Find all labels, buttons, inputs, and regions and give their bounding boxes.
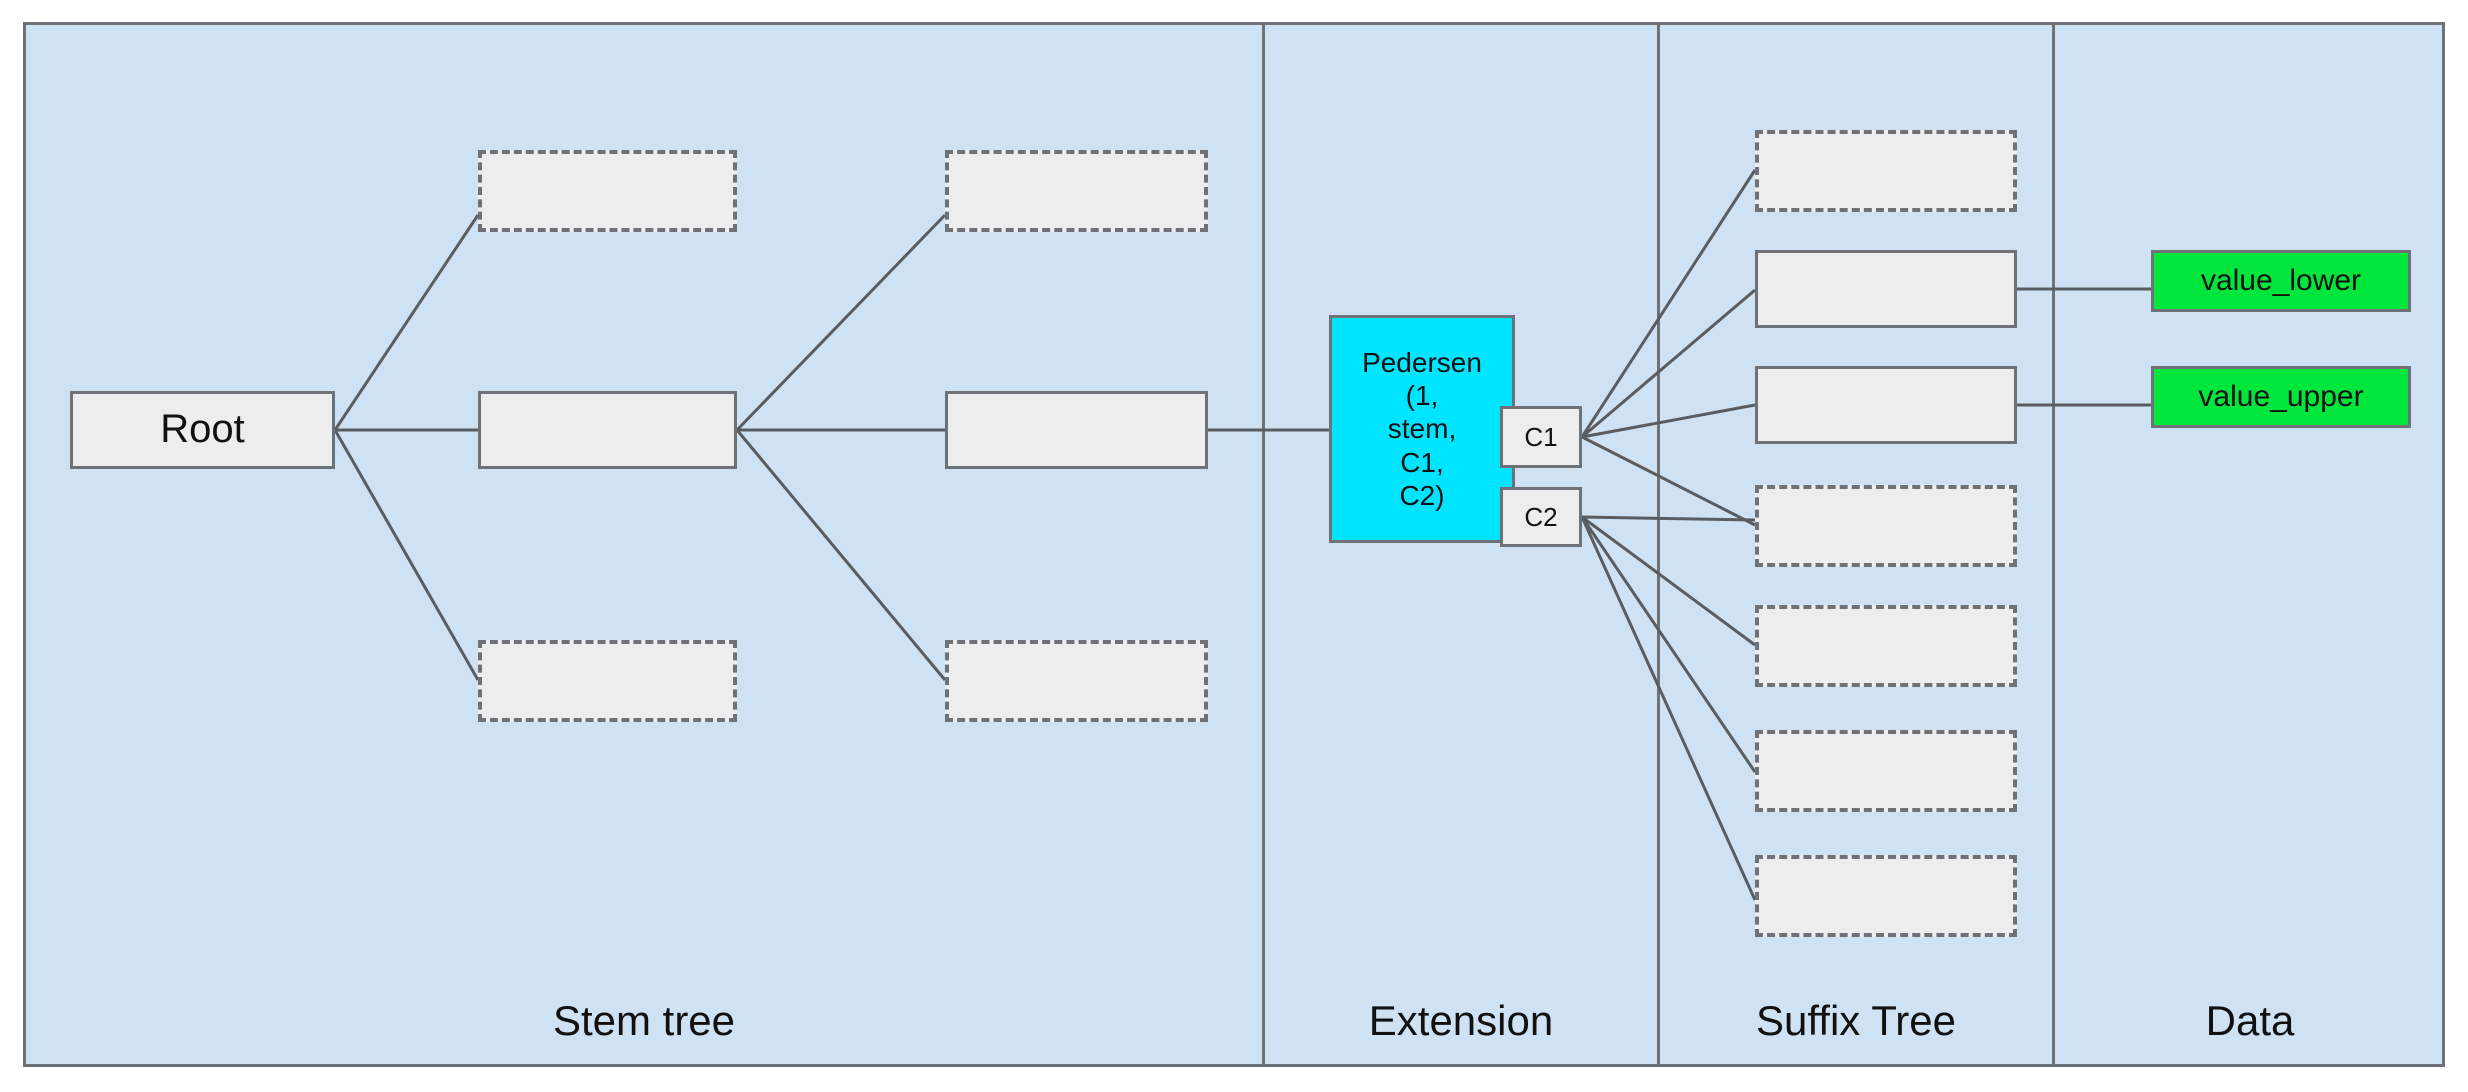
node-c1-label: C1 <box>1524 421 1558 452</box>
pedersen-line-4: C1, <box>1400 446 1444 478</box>
divider-stem-extension <box>1262 22 1265 1067</box>
node-suffix-6[interactable] <box>1755 730 2017 812</box>
node-value-upper[interactable]: value_upper <box>2151 366 2411 428</box>
node-value-lower[interactable]: value_lower <box>2151 250 2411 312</box>
node-commitment-c2[interactable]: C2 <box>1500 487 1582 547</box>
panel-label-suffix-tree-text: Suffix Tree <box>1756 997 1956 1044</box>
node-stem-l1-bot[interactable] <box>478 640 737 722</box>
node-pedersen[interactable]: Pedersen (1, stem, C1, C2) <box>1329 315 1515 543</box>
node-stem-l2-top[interactable] <box>945 150 1208 232</box>
panel-label-stem-tree-text: Stem tree <box>552 997 736 1044</box>
panel-label-extension: Extension <box>1265 1000 1657 1042</box>
pedersen-line-3: stem, <box>1387 413 1457 445</box>
node-suffix-1[interactable] <box>1755 130 2017 212</box>
node-suffix-5[interactable] <box>1755 605 2017 687</box>
node-value-lower-label: value_lower <box>2200 264 2362 298</box>
panel-label-stem-tree: Stem tree <box>26 1000 1262 1042</box>
node-c2-label: C2 <box>1524 501 1558 532</box>
pedersen-line-2: (1, <box>1405 380 1439 412</box>
node-value-upper-label: value_upper <box>2198 380 2364 414</box>
node-stem-l1-top[interactable] <box>478 150 737 232</box>
pedersen-line-5: C2) <box>1399 479 1445 511</box>
node-root-label: Root <box>160 407 245 452</box>
pedersen-line-1: Pedersen <box>1362 347 1482 379</box>
panel-label-suffix-tree: Suffix Tree <box>1660 1000 2052 1042</box>
node-suffix-4[interactable] <box>1755 485 2017 567</box>
divider-extension-suffix <box>1657 22 1660 1067</box>
node-suffix-7[interactable] <box>1755 855 2017 937</box>
divider-suffix-data <box>2052 22 2055 1067</box>
diagram-frame <box>23 22 2445 1067</box>
node-suffix-2[interactable] <box>1755 250 2017 328</box>
node-root[interactable]: Root <box>70 391 335 469</box>
node-stem-l2-bot[interactable] <box>945 640 1208 722</box>
panel-label-data: Data <box>2055 1000 2445 1042</box>
node-stem-l2-mid[interactable] <box>945 391 1208 469</box>
panel-label-extension-text: Extension <box>1368 997 1554 1044</box>
panel-label-data-text: Data <box>2205 997 2295 1044</box>
node-suffix-3[interactable] <box>1755 366 2017 444</box>
node-commitment-c1[interactable]: C1 <box>1500 406 1582 468</box>
node-stem-l1-mid[interactable] <box>478 391 737 469</box>
